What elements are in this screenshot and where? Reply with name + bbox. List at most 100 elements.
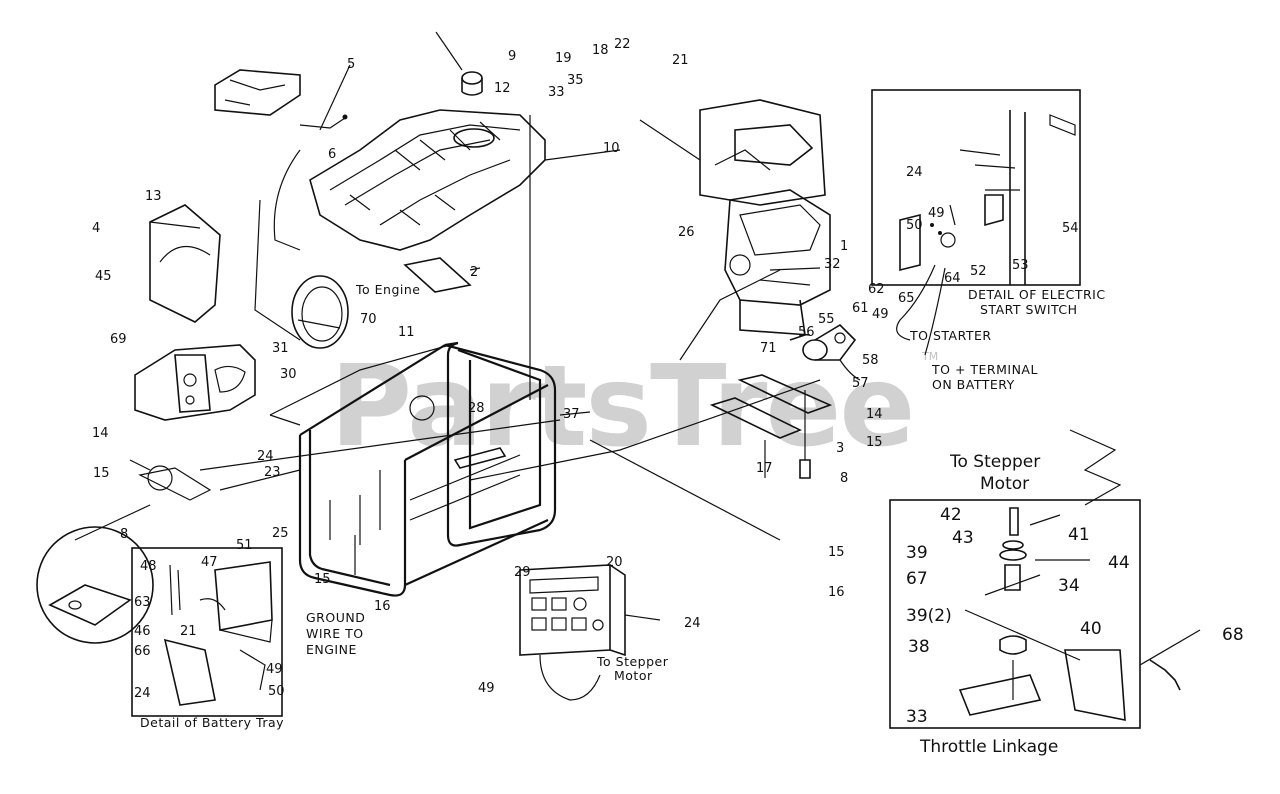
fuel-tank-shroud	[309, 31, 546, 251]
label-to-terminal-1: TO + TERMINAL	[931, 362, 1038, 377]
alternator-ring	[291, 275, 349, 349]
callout-15: 15	[93, 466, 110, 481]
battery-bracket-magnifier	[36, 459, 212, 644]
callout-46: 46	[134, 624, 151, 639]
callout-21: 21	[672, 53, 689, 68]
callout-51: 51	[236, 538, 253, 553]
callout-37: 37	[563, 407, 580, 422]
callout-19: 19	[555, 51, 572, 66]
callout-11: 11	[398, 325, 415, 340]
callout-31: 31	[272, 341, 289, 356]
control-panel	[519, 564, 661, 701]
callout-2: 2	[470, 265, 478, 280]
callout-61: 61	[852, 301, 869, 316]
callout-53: 53	[1012, 258, 1029, 273]
callout-35: 35	[567, 73, 584, 88]
label-throttle-linkage: Throttle Linkage	[919, 737, 1058, 757]
label-to-stepper-small-2: Motor	[614, 668, 653, 683]
engine-bracket	[403, 257, 481, 293]
callout-26: 26	[678, 225, 695, 240]
label-to-stepper-motor-1: To Stepper	[949, 452, 1040, 472]
engine	[699, 99, 831, 341]
callout-6: 6	[328, 147, 336, 162]
start-switch-wires	[896, 264, 946, 356]
callout-15c: 15	[866, 435, 883, 450]
callout-3: 3	[836, 441, 844, 456]
label-to-terminal-2: ON BATTERY	[932, 377, 1015, 392]
callout-29: 29	[514, 565, 531, 580]
callout-21b: 21	[180, 624, 197, 639]
callout-28: 28	[468, 401, 485, 416]
callout-55: 55	[818, 312, 835, 327]
callout-15d: 15	[828, 545, 845, 560]
callout-65: 65	[898, 291, 915, 306]
callout-47: 47	[201, 555, 218, 570]
callout-48: 48	[140, 559, 157, 574]
callout-34: 34	[1058, 576, 1080, 596]
callout-56: 56	[798, 325, 815, 340]
callout-68: 68	[1222, 625, 1244, 645]
callout-18: 18	[592, 43, 609, 58]
callout-67: 67	[906, 569, 928, 589]
battery-tray-detail	[131, 547, 283, 717]
callout-49: 49	[266, 662, 283, 677]
callout-12: 12	[494, 81, 511, 96]
callout-70: 70	[360, 312, 377, 327]
label-to-engine: To Engine	[355, 282, 420, 297]
callout-15b: 15	[314, 572, 331, 587]
alternator-assembly	[134, 344, 256, 421]
label-ground-wire-1: GROUND	[306, 610, 365, 625]
callout-8: 8	[120, 527, 128, 542]
callout-50: 50	[268, 684, 285, 699]
callout-14: 14	[92, 426, 109, 441]
tube-frame	[269, 341, 557, 597]
callout-24b: 24	[134, 686, 151, 701]
callout-49d: 49	[928, 206, 945, 221]
callout-33: 33	[906, 707, 928, 727]
callout-38: 38	[908, 637, 930, 657]
callout-54: 54	[1062, 221, 1079, 236]
diagram-labels: To Engine DETAIL OF ELECTRIC START SWITC…	[140, 282, 1105, 757]
upper-left-bracket	[214, 64, 351, 251]
callout-13: 13	[145, 189, 162, 204]
engine-base-plates	[709, 374, 833, 479]
callout-58: 58	[862, 353, 879, 368]
label-ground-wire-2: WIRE TO	[306, 626, 364, 641]
callout-1: 1	[840, 239, 848, 254]
end-panel	[149, 204, 221, 323]
label-detail-battery-tray: Detail of Battery Tray	[140, 715, 284, 730]
callout-40: 40	[1080, 619, 1102, 639]
callout-4: 4	[92, 221, 100, 236]
callout-5: 5	[347, 57, 355, 72]
callout-24d: 24	[906, 165, 923, 180]
throttle-linkage-detail	[889, 429, 1201, 729]
callout-24c: 24	[684, 616, 701, 631]
callout-25: 25	[272, 526, 289, 541]
label-to-stepper-motor-2: Motor	[980, 474, 1029, 494]
starter-motor	[802, 323, 861, 381]
callout-49b: 49	[478, 681, 495, 696]
callout-71: 71	[760, 341, 777, 356]
callout-57: 57	[852, 376, 869, 391]
callout-66: 66	[134, 644, 151, 659]
callout-64: 64	[944, 271, 961, 286]
callout-63: 63	[134, 595, 151, 610]
callout-8b: 8	[840, 471, 848, 486]
label-to-stepper-small-1: To Stepper	[596, 654, 669, 669]
label-to-starter: TO STARTER	[909, 328, 992, 343]
callout-41: 41	[1068, 525, 1090, 545]
callout-16b: 16	[828, 585, 845, 600]
callout-45: 45	[95, 269, 112, 284]
callout-49c: 49	[872, 307, 889, 322]
callout-39: 39	[906, 543, 928, 563]
callout-52: 52	[970, 264, 987, 279]
callout-23: 23	[264, 465, 281, 480]
label-detail-electric-2: START SWITCH	[980, 302, 1078, 317]
callout-24: 24	[257, 449, 274, 464]
callout-16: 16	[374, 599, 391, 614]
callout-14b: 14	[866, 407, 883, 422]
callout-20: 20	[606, 555, 623, 570]
part-callouts: 5 6 9 12 10 19 18 22 21 35 33 13 4 45 69…	[92, 37, 1079, 701]
callout-50b: 50	[906, 218, 923, 233]
